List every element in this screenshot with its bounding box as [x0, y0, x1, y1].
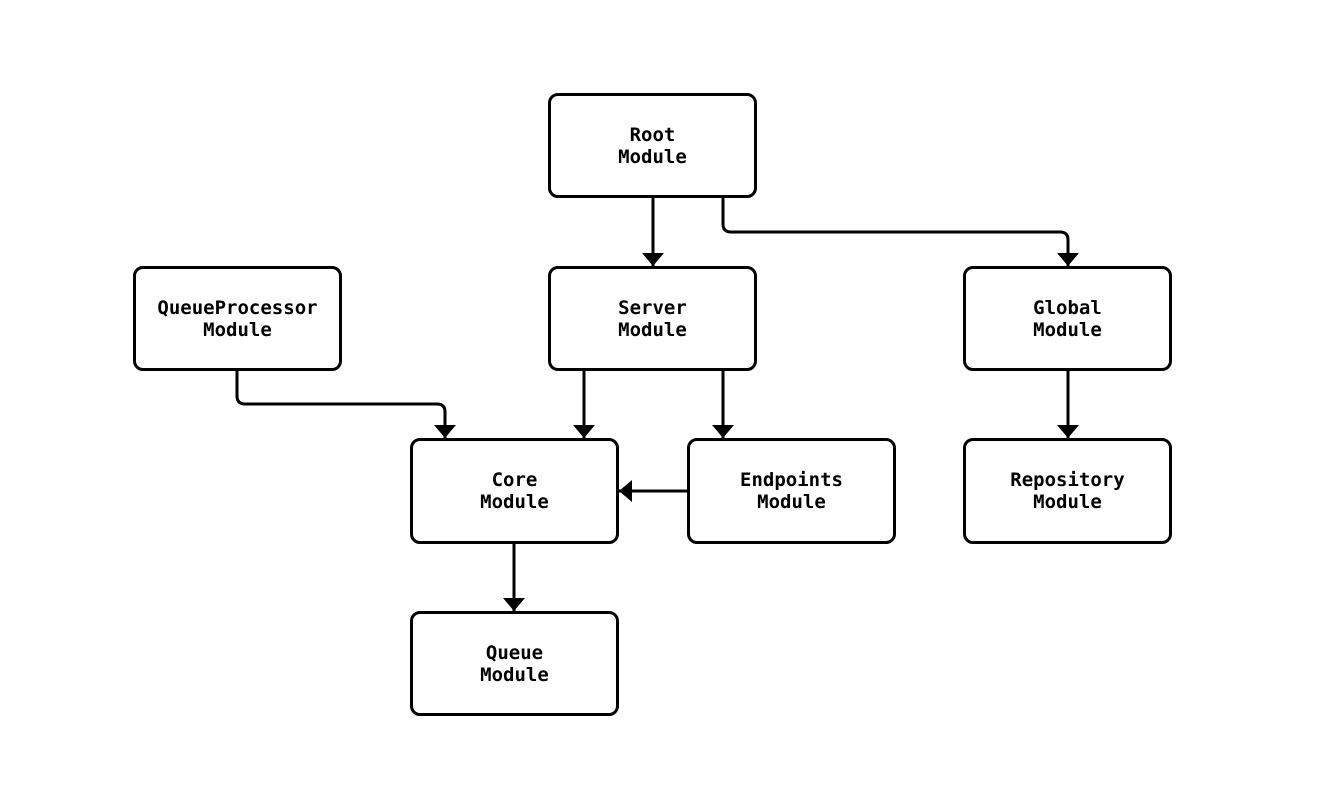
edge-queueprocessor-module-to-core-module: [235, 371, 456, 438]
node-label-core-module: Core Module: [480, 469, 549, 513]
node-label-endpoints-module: Endpoints Module: [740, 469, 843, 513]
node-label-server-module: Server Module: [618, 296, 687, 341]
node-queue-module: Queue Module: [410, 611, 619, 716]
node-label-repository-module: Repository Module: [1010, 469, 1125, 513]
node-root-module: Root Module: [548, 93, 757, 198]
node-queueprocessor-module: QueueProcessor Module: [133, 266, 342, 371]
node-global-module: Global Module: [963, 266, 1172, 371]
edge-root-module-to-global-module: [721, 198, 1079, 266]
node-label-root-module: Root Module: [618, 123, 687, 168]
node-repository-module: Repository Module: [963, 438, 1172, 544]
node-label-queue-module: Queue Module: [480, 641, 549, 686]
node-core-module: Core Module: [410, 438, 619, 544]
node-label-queueprocessor-module: QueueProcessor Module: [157, 296, 318, 341]
node-label-global-module: Global Module: [1033, 296, 1102, 341]
node-server-module: Server Module: [548, 266, 757, 371]
node-endpoints-module: Endpoints Module: [687, 438, 896, 544]
